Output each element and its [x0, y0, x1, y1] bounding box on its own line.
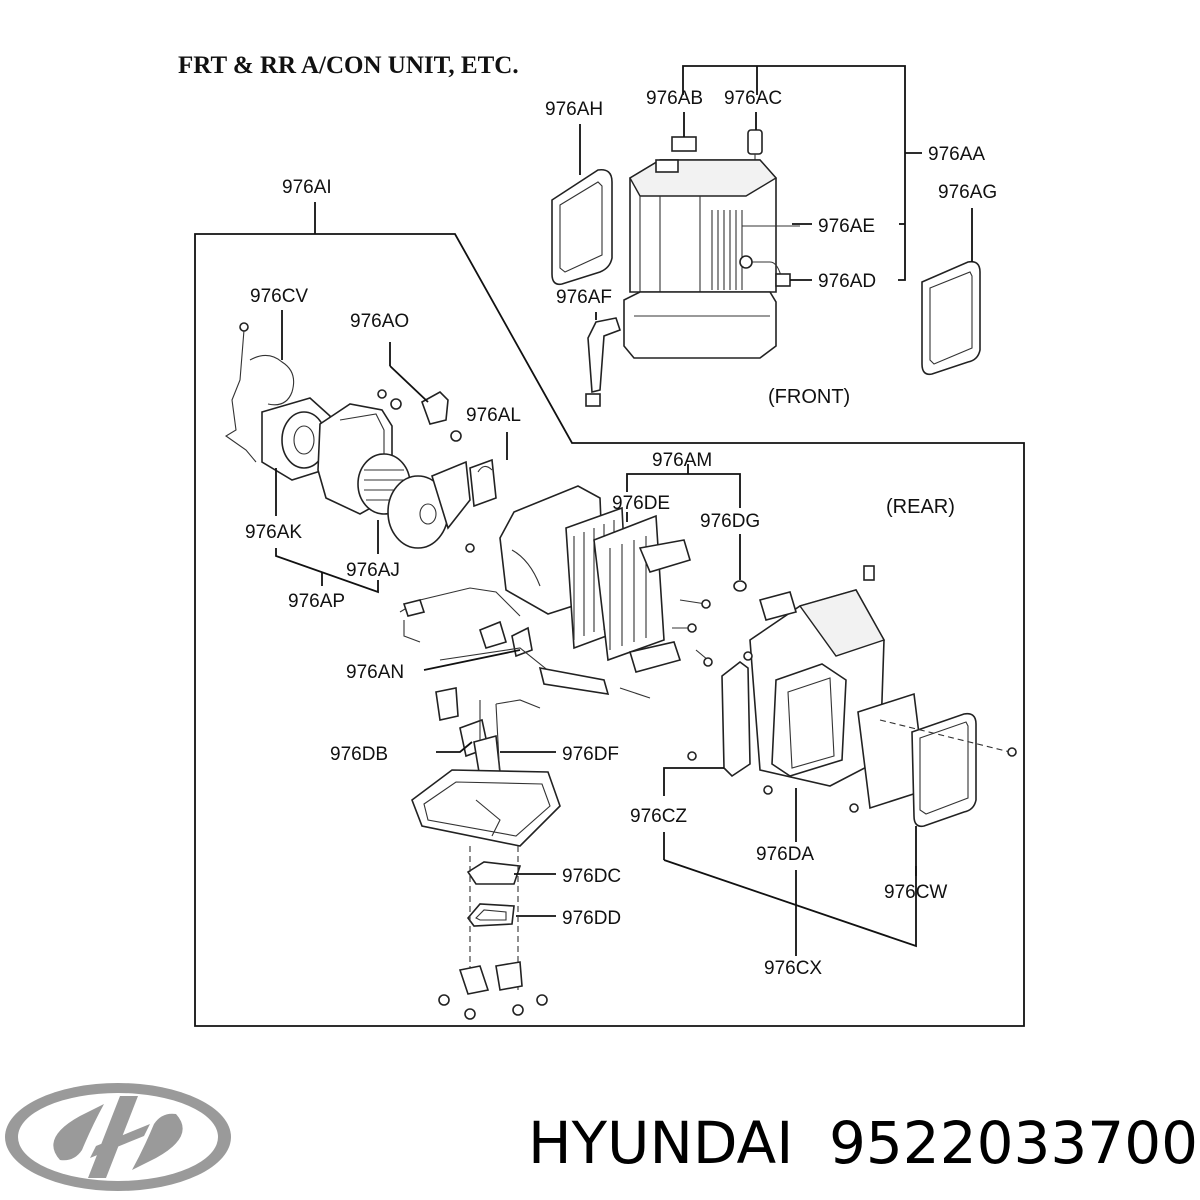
footer-brand: HYUNDAI	[528, 1109, 793, 1177]
label-976CV: 976CV	[250, 286, 308, 307]
label-976AN: 976AN	[346, 662, 404, 683]
label-976AM: 976AM	[652, 450, 712, 471]
front-evaporator-case-shape	[623, 159, 778, 359]
rear-evaporator-assembly	[663, 565, 1017, 956]
label-976AC: 976AC	[724, 88, 782, 109]
gasket-976AG-shape	[921, 260, 981, 376]
leader-976AA-bracket	[682, 65, 906, 281]
rear-unit-boundary	[194, 202, 1025, 1027]
leader-976AP	[275, 548, 379, 594]
drain-hose-976AF-shape	[587, 317, 622, 394]
switch-976AC-shape	[747, 129, 763, 155]
label-976AI: 976AI	[282, 177, 332, 198]
leader-976AN	[423, 649, 521, 671]
front-unit	[551, 65, 981, 407]
label-976AG: 976AG	[938, 182, 997, 203]
leader-976AM-bracket	[626, 473, 741, 508]
leader-976AO	[389, 365, 429, 403]
label-976AJ: 976AJ	[346, 560, 400, 581]
sensor-976AB-shape	[671, 136, 697, 152]
rear-label: (REAR)	[886, 496, 955, 518]
label-976DE: 976DE	[612, 493, 670, 514]
label-976CZ: 976CZ	[630, 806, 687, 827]
label-976DD: 976DD	[562, 908, 621, 929]
label-976AB: 976AB	[646, 88, 703, 109]
label-976AE: 976AE	[818, 216, 875, 237]
label-976DA: 976DA	[756, 844, 814, 865]
leader-976CZ	[663, 767, 724, 796]
hyundai-logo-icon	[5, 1083, 231, 1191]
label-976AD: 976AD	[818, 271, 876, 292]
label-976DG: 976DG	[700, 511, 760, 532]
label-976AO: 976AO	[350, 311, 409, 332]
leader-976DB	[436, 741, 473, 753]
label-976AL: 976AL	[466, 405, 521, 426]
label-976DB: 976DB	[330, 744, 388, 765]
label-976DF: 976DF	[562, 744, 619, 765]
rear-heater-assembly	[399, 464, 747, 699]
label-976AA: 976AA	[928, 144, 985, 165]
label-976AK: 976AK	[245, 522, 302, 543]
label-976AF: 976AF	[556, 287, 612, 308]
footer-part-number: 9522033700	[829, 1109, 1198, 1177]
blower-motor-assembly	[224, 310, 508, 594]
label-976AP: 976AP	[288, 591, 345, 612]
drain-pan-assembly	[411, 687, 561, 1020]
label-976CW: 976CW	[884, 882, 947, 903]
gasket-976AH-shape	[551, 168, 613, 286]
label-976CX: 976CX	[764, 958, 822, 979]
label-976AH: 976AH	[545, 99, 603, 120]
front-label: (FRONT)	[768, 386, 850, 408]
diagram-title: FRT & RR A/CON UNIT, ETC.	[178, 52, 519, 79]
label-976DC: 976DC	[562, 866, 621, 887]
